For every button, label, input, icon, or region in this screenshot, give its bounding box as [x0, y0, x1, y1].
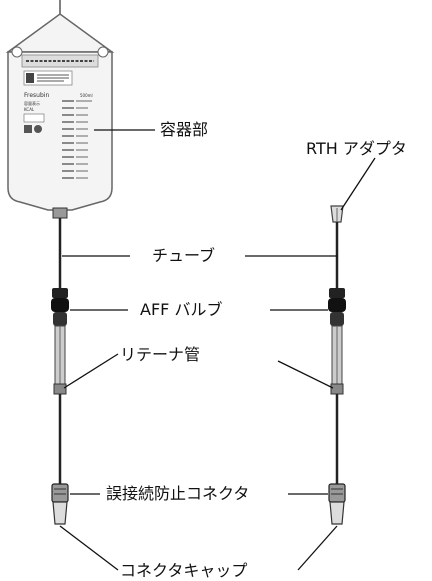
label-rth-adapter: RTH アダプタ [306, 139, 407, 158]
label-connector-cap: コネクタキャップ [120, 561, 248, 580]
leader-cap-left [59, 525, 119, 571]
right-connector-cap [329, 501, 345, 525]
leader-retainer-left [63, 353, 119, 389]
left-aff-valve-bottom [53, 312, 67, 326]
left-connector-cap [52, 501, 68, 525]
right-aff-valve-body [328, 298, 346, 312]
label-misconnection-connector: 誤接続防止コネクタ [106, 484, 250, 503]
bag-hanger-hole-left [11, 46, 23, 58]
bag-graduation-scale [62, 100, 92, 179]
bag-hanger-hole-right [97, 46, 109, 58]
left-tube-set [51, 218, 69, 525]
label-aff-valve: AFF バルブ [140, 300, 223, 319]
left-aff-valve-top [52, 288, 68, 298]
right-retainer-joint [330, 383, 344, 395]
leader-lines [59, 129, 376, 571]
bag-hanger-top [5, 13, 115, 53]
bag-warning-icon-2 [34, 125, 42, 133]
left-aff-valve-body [51, 298, 69, 312]
bag-warning-icon-1 [24, 125, 32, 133]
bag-label-icon [26, 73, 34, 83]
leader-retainer-right [277, 360, 334, 389]
left-misconnection-connector [51, 483, 69, 503]
label-retainer-tube: リテーナ管 [120, 345, 201, 364]
bag-text-line-2: KCAL [24, 107, 35, 112]
container-bag: Fresubin 容量表示 KCAL 500ml [5, 13, 115, 219]
bag-product-name: Fresubin [24, 92, 49, 99]
leader-rth-adapter [340, 157, 376, 211]
left-retainer-joint [53, 383, 67, 395]
bag-outlet-port [52, 207, 68, 219]
label-tube: チューブ [152, 246, 216, 265]
right-tube-set [328, 205, 346, 525]
bag-volume-header: 500ml [80, 93, 93, 98]
label-container: 容器部 [160, 120, 209, 139]
right-aff-valve-top [329, 288, 345, 298]
right-misconnection-connector [328, 483, 346, 503]
leader-cap-right [297, 525, 338, 571]
right-aff-valve-bottom [330, 312, 344, 326]
bag-body [7, 51, 113, 211]
bag-info-box [23, 113, 45, 123]
bag-text-line-1: 容量表示 [24, 100, 40, 106]
